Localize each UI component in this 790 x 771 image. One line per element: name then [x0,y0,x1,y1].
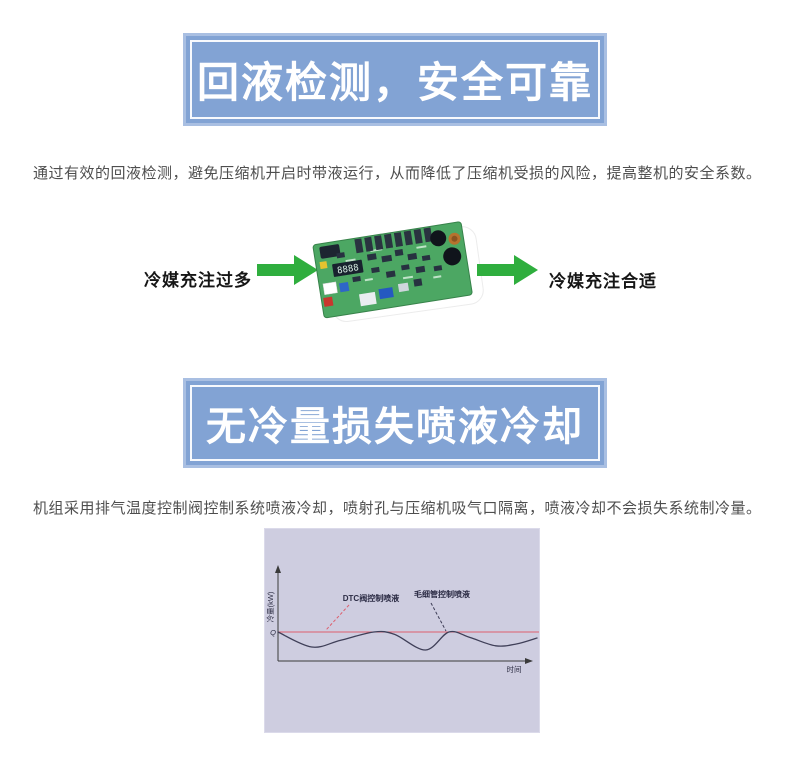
chart-canvas: DTC阀控制喷液 毛细管控制喷液 冷量(kW) Q 时间 [265,565,539,674]
pcb-capacitor [430,230,447,247]
q-reference-label: Q [270,628,276,637]
capillary-curve [277,630,538,651]
capillary-annotation-leader [430,602,447,632]
pcb-blue-block [339,281,350,293]
x-axis-label: 时间 [507,664,522,674]
pcb-relay [319,244,341,259]
pcb-white-block [322,281,338,296]
arrow-right-icon [257,255,318,285]
flow-label-proper-charge: 冷媒充注合适 [549,272,657,291]
section-description-spray-cooling: 机组采用排气温度控制阀控制系统喷液冷却，喷射孔与压缩机吸气口隔离，喷液冷却不会损… [33,500,762,517]
flow-label-overcharged: 冷媒充注过多 [144,271,252,290]
pcb-display-digits: 8888 [337,263,360,276]
y-axis-arrow-icon [275,565,281,573]
x-axis-arrow-icon [525,658,533,664]
pcb-white-connector [359,291,377,307]
pcb-yellow-component [319,261,328,270]
section-title: 回液检测，安全可靠 [196,59,593,106]
section-banner-spray-cooling: 无冷量损失喷液冷却 [183,378,607,468]
cooling-capacity-chart: DTC阀控制喷液 毛细管控制喷液 冷量(kW) Q 时间 [264,528,540,733]
pcb-trimmer [378,287,394,300]
pcb-red-block [323,296,334,307]
pcb-ic-chips [336,249,443,283]
pcb-board: 8888 [312,221,473,319]
arrow-right-icon [477,255,538,285]
pcb-capacitor [443,247,462,266]
capillary-annotation-label: 毛细管控制喷液 [414,589,470,599]
section-title: 无冷量损失喷液冷却 [206,405,584,449]
y-axis-label: 冷量(kW) [265,591,275,622]
dtc-annotation-label: DTC阀控制喷液 [343,593,399,603]
pcb-connector-row [354,227,433,254]
controller-pcb-image: 8888 [312,221,484,323]
dtc-annotation-leader [325,604,350,631]
section-banner-liquid-return-detection: 回液检测，安全可靠 [183,33,607,126]
pcb-display [332,259,364,277]
section-description-liquid-return: 通过有效的回液检测，避免压缩机开启时带液运行，从而降低了压缩机受损的风险，提高整… [33,165,762,182]
